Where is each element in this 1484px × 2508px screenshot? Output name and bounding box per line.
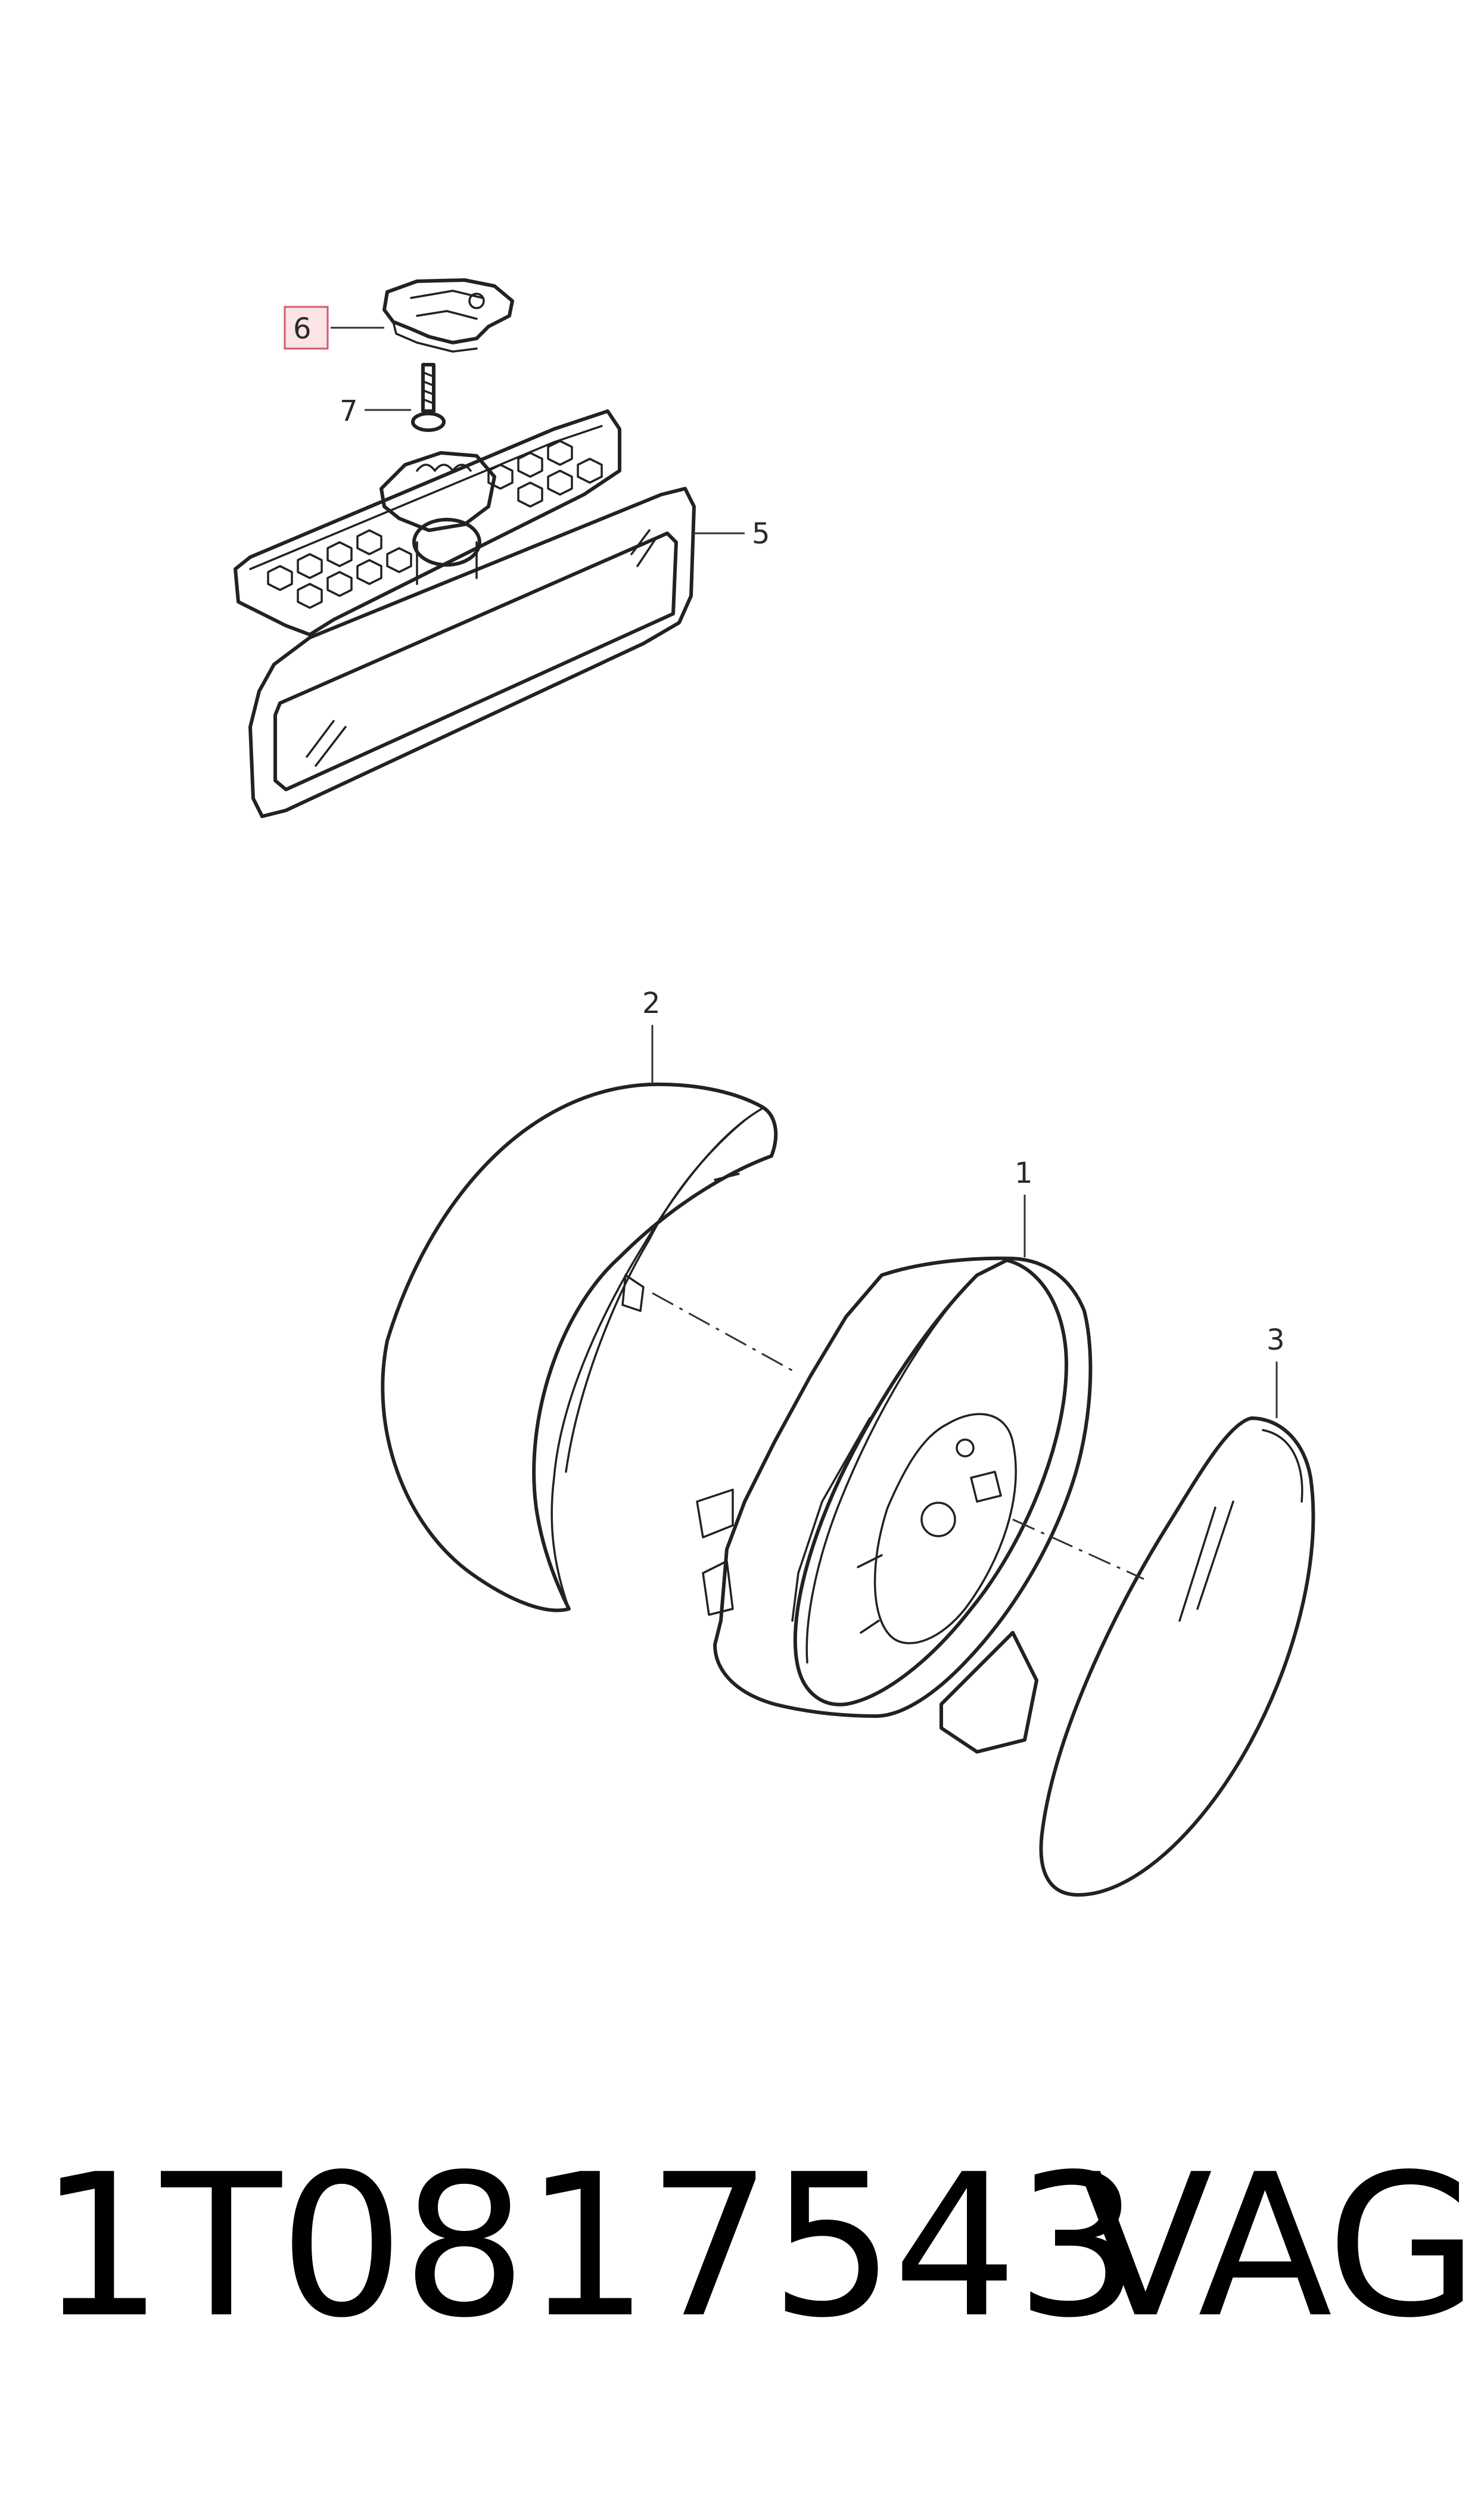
screw-part-7	[411, 363, 446, 432]
brand-text: VAG	[1078, 2132, 1479, 2361]
interior-mirror-assembly: 6 7 5	[234, 278, 770, 818]
callout-7: 7	[340, 394, 358, 428]
honeycomb-grid	[267, 440, 603, 609]
mirror-glass-part-3	[1039, 1416, 1315, 1897]
interior-mirror-part-5	[234, 409, 696, 818]
callout-1: 1	[1015, 1157, 1033, 1190]
caption-bar: 1T0817543 VAG	[0, 2139, 1484, 2354]
callout-6: 6	[293, 312, 312, 346]
callout-6-highlight	[284, 306, 329, 350]
mounting-clip-part-6	[382, 278, 514, 353]
exterior-mirror-assembly: 2 1 3	[381, 987, 1315, 1897]
part-number-text: 1T0817543	[39, 2132, 1140, 2361]
mirror-housing-part-1	[696, 1256, 1093, 1754]
callout-2: 2	[642, 987, 661, 1020]
callout-3: 3	[1267, 1323, 1285, 1357]
mirror-cover-part-2	[381, 1082, 778, 1612]
callout-5: 5	[752, 517, 770, 551]
axis-line-upper	[652, 1292, 793, 1372]
